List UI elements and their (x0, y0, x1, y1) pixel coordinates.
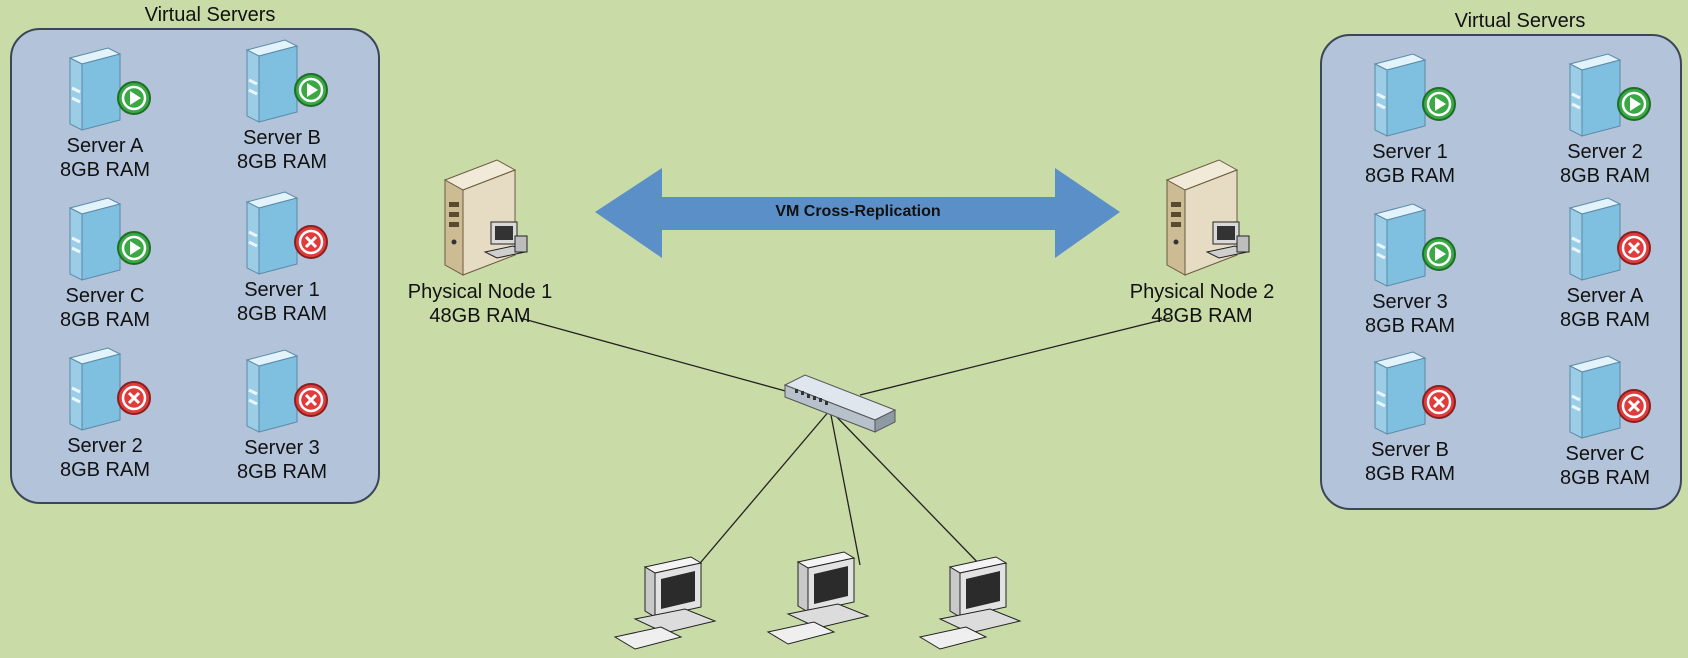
vm-server-c[interactable]: Server C 8GB RAM (1530, 346, 1680, 490)
vm-name: Server C (1565, 443, 1645, 465)
vm-name: Server C (65, 285, 145, 307)
vm-ram: 8GB RAM (236, 303, 328, 325)
vm-server-b[interactable]: Server B 8GB RAM (207, 30, 357, 174)
server-stopped-icon (245, 191, 328, 275)
vm-server-2[interactable]: Server 2 8GB RAM (1530, 44, 1680, 188)
vm-server-a[interactable]: Server A 8GB RAM (30, 38, 180, 182)
link-switch-client1 (689, 409, 831, 576)
server-stopped-icon (1373, 351, 1456, 435)
vm-name: Server 1 (244, 279, 320, 301)
physical-node-2[interactable]: Physical Node 2 48GB RAM (1102, 150, 1302, 328)
physical-node-1[interactable]: Physical Node 1 48GB RAM (380, 150, 580, 328)
node-ram: 48GB RAM (429, 305, 531, 327)
vm-ram: 8GB RAM (1364, 315, 1456, 337)
vm-name: Server 3 (244, 437, 320, 459)
right-group-title: Virtual Servers (1454, 10, 1586, 32)
vm-ram: 8GB RAM (59, 159, 151, 181)
vm-name: Server 2 (67, 435, 143, 457)
workstation-1[interactable] (605, 555, 745, 658)
physical-server-icon (1165, 159, 1250, 276)
server-running-icon (1373, 203, 1456, 287)
vm-ram: 8GB RAM (236, 151, 328, 173)
physical-server-icon (443, 159, 528, 276)
replication-label: VM Cross-Replication (775, 203, 941, 220)
server-running-icon (1568, 53, 1651, 137)
vm-server-c[interactable]: Server C 8GB RAM (30, 188, 180, 332)
link-switch-client2 (829, 409, 861, 566)
left-group-title: Virtual Servers (144, 4, 276, 26)
replication-arrow (595, 168, 1120, 258)
vm-ram: 8GB RAM (236, 461, 328, 483)
vm-server-1[interactable]: Server 1 8GB RAM (1335, 44, 1485, 188)
vm-ram: 8GB RAM (1364, 165, 1456, 187)
vm-ram: 8GB RAM (1559, 165, 1651, 187)
vm-server-3[interactable]: Server 3 8GB RAM (1335, 194, 1485, 338)
server-running-icon (68, 197, 151, 281)
node-ram: 48GB RAM (1151, 305, 1253, 327)
link-node2-switch (859, 317, 1171, 396)
server-running-icon (245, 39, 328, 123)
server-running-icon (1373, 53, 1456, 137)
vm-name: Server 1 (1372, 141, 1448, 163)
vm-server-b[interactable]: Server B 8GB RAM (1335, 342, 1485, 486)
vm-ram: 8GB RAM (1364, 463, 1456, 485)
vm-server-2[interactable]: Server 2 8GB RAM (30, 338, 180, 482)
vm-name: Server B (243, 127, 321, 149)
link-node1-switch (519, 317, 801, 396)
workstation-2[interactable] (758, 550, 898, 653)
vm-name: Server A (1566, 285, 1644, 307)
vm-name: Server B (1371, 439, 1449, 461)
workstation-3[interactable] (910, 555, 1050, 658)
vm-name: Server A (66, 135, 144, 157)
workstation-icon (766, 551, 870, 645)
server-stopped-icon (1568, 355, 1651, 439)
workstation-icon (918, 556, 1022, 650)
vm-ram: 8GB RAM (1559, 467, 1651, 489)
vm-server-a[interactable]: Server A 8GB RAM (1530, 188, 1680, 332)
vm-ram: 8GB RAM (59, 309, 151, 331)
vm-server-1[interactable]: Server 1 8GB RAM (207, 182, 357, 326)
workstation-icon (613, 556, 717, 650)
server-stopped-icon (68, 347, 151, 431)
server-running-icon (68, 47, 151, 131)
vm-name: Server 2 (1567, 141, 1643, 163)
vm-ram: 8GB RAM (1559, 309, 1651, 331)
link-switch-client3 (829, 409, 986, 571)
node-name: Physical Node 1 (407, 281, 553, 303)
server-stopped-icon (245, 349, 328, 433)
node-name: Physical Node 2 (1129, 281, 1275, 303)
server-stopped-icon (1568, 197, 1651, 281)
vm-server-3[interactable]: Server 3 8GB RAM (207, 340, 357, 484)
network-links (519, 317, 1171, 576)
switch-icon (783, 374, 897, 433)
vm-name: Server 3 (1372, 291, 1448, 313)
vm-ram: 8GB RAM (59, 459, 151, 481)
